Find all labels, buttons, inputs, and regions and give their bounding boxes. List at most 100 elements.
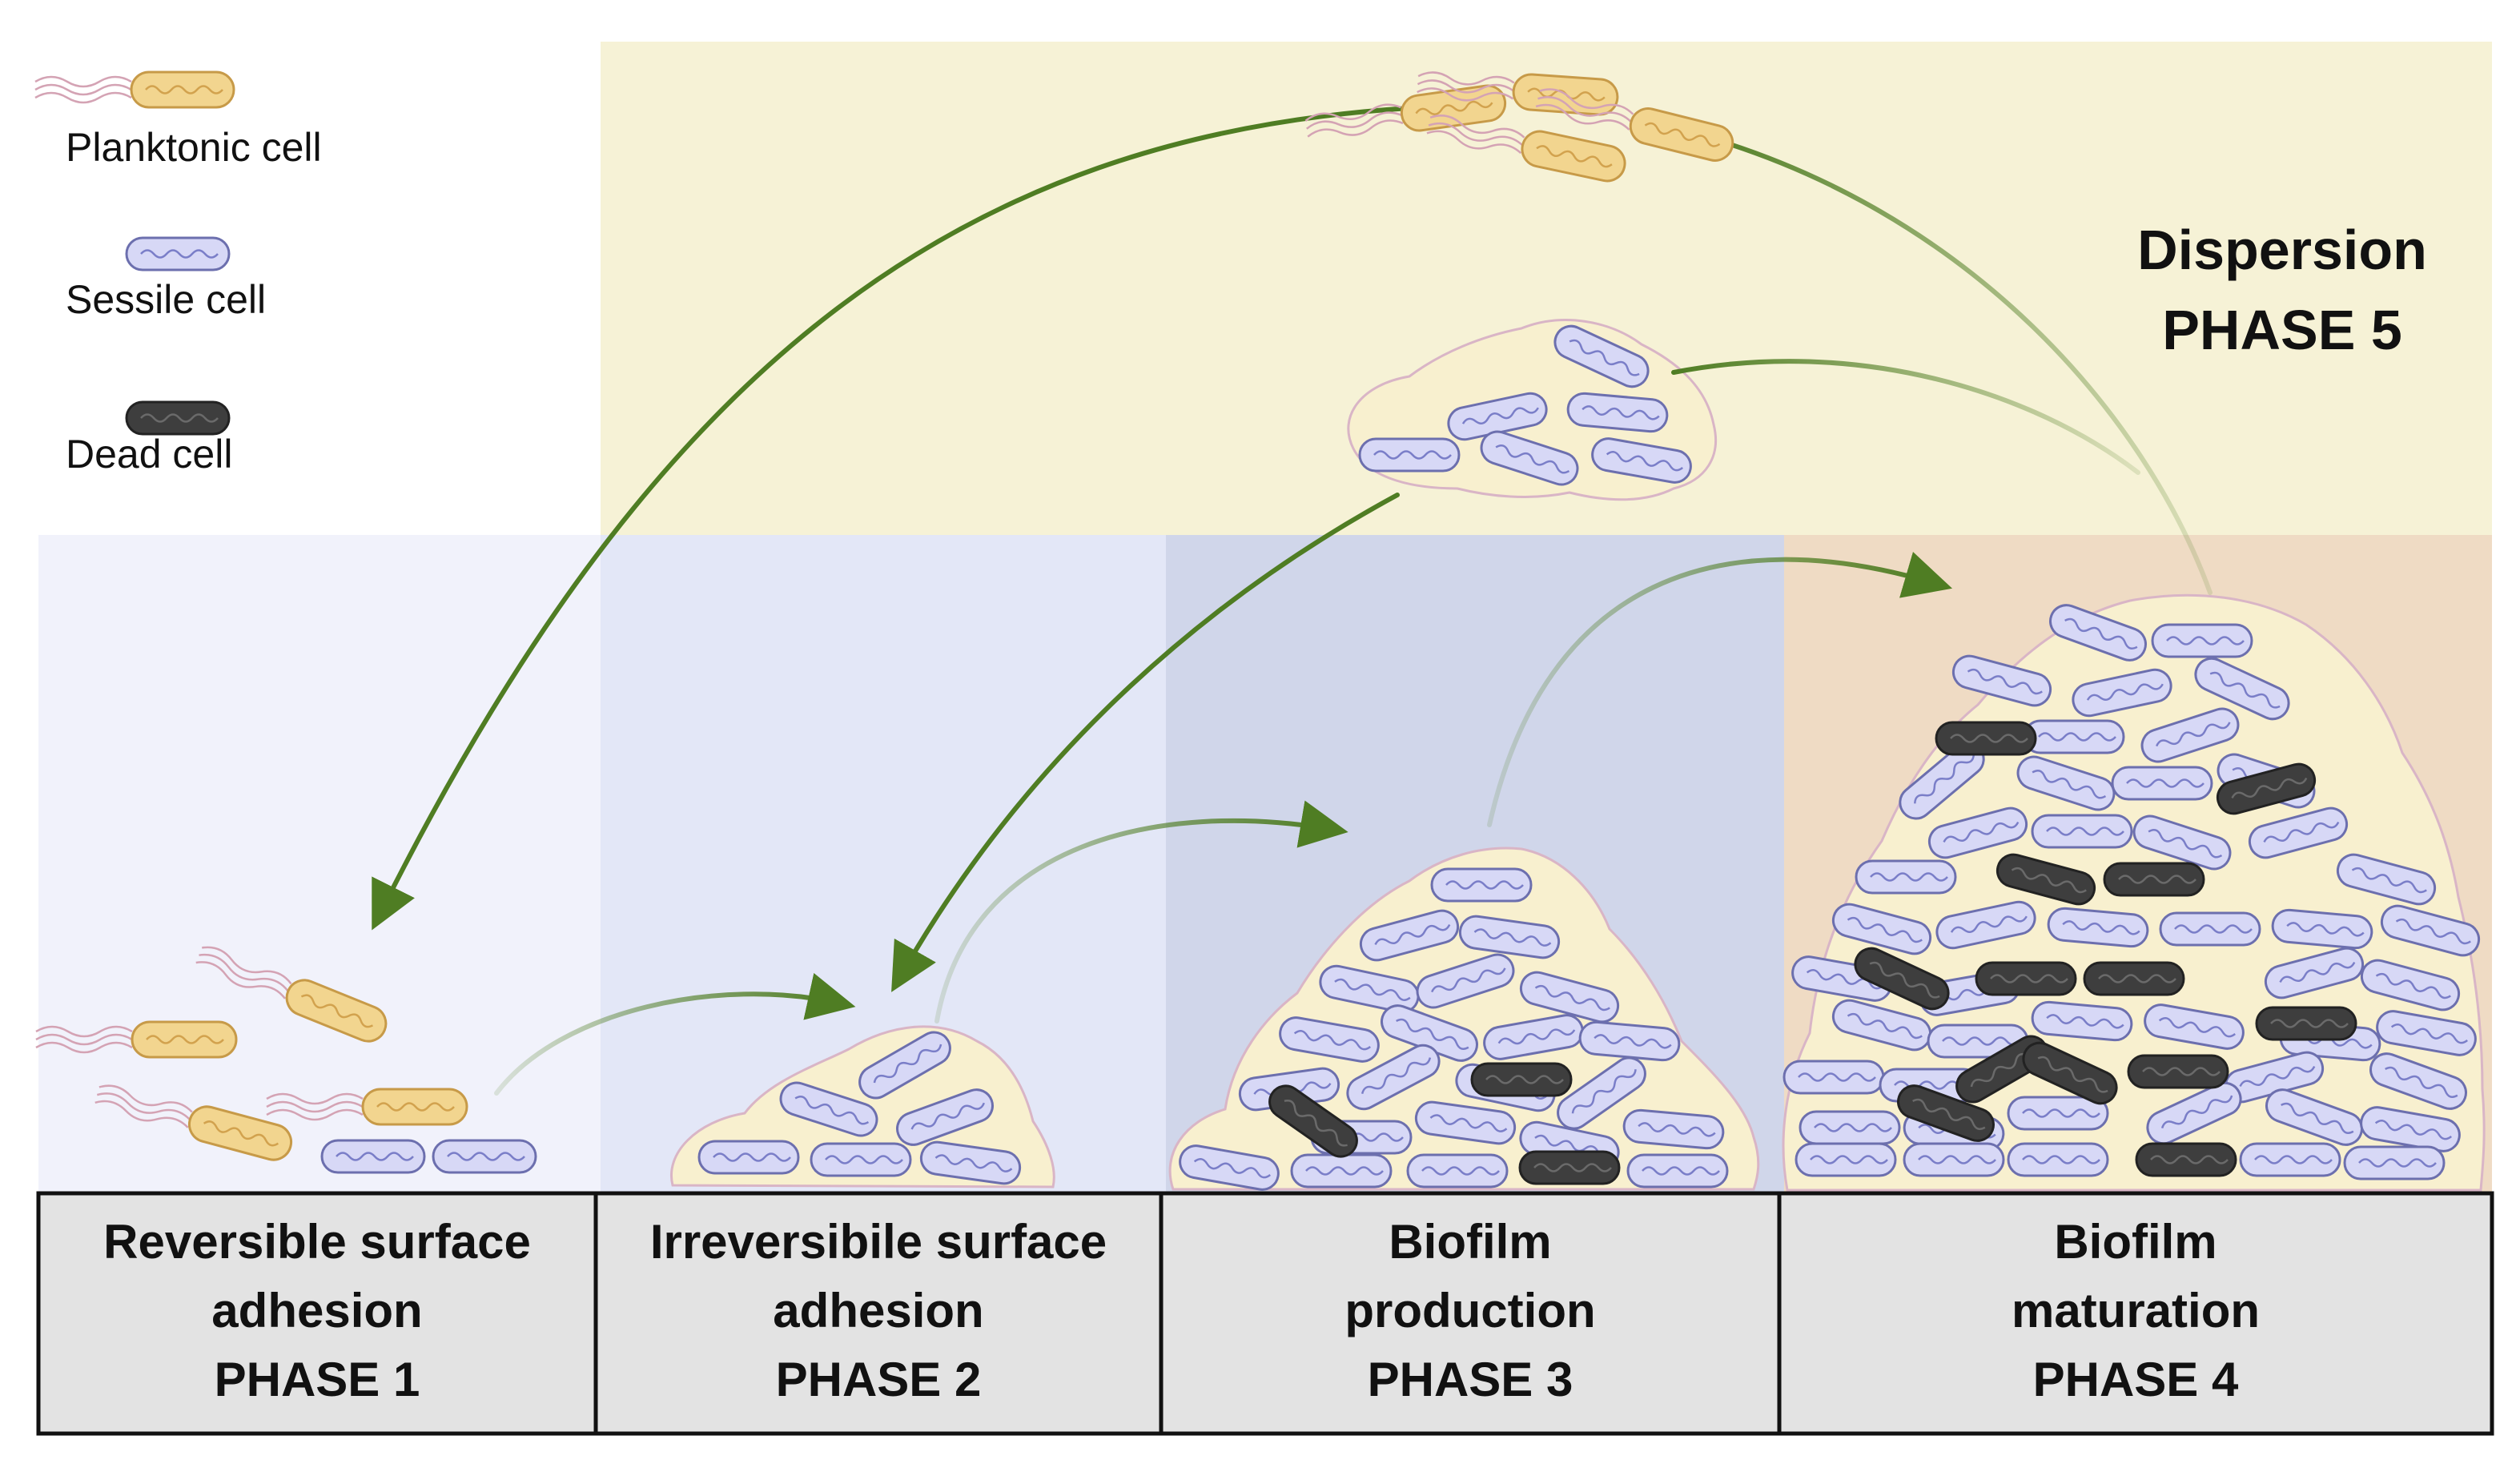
phase-label-table bbox=[36, 1191, 2494, 1436]
sessile-cell-icon bbox=[2023, 719, 2125, 754]
phase1-title-line2: adhesion bbox=[211, 1284, 423, 1337]
sessile-cell-icon bbox=[1951, 654, 2052, 707]
sessile-cell-icon bbox=[2264, 947, 2365, 999]
sessile-cell-icon bbox=[320, 1139, 426, 1174]
planktonic-cell-icon bbox=[1426, 115, 1626, 183]
sessile-cell-icon bbox=[2248, 806, 2349, 859]
cells-layer bbox=[34, 70, 2481, 1191]
sessile-cell-icon bbox=[1480, 430, 1579, 486]
dead-cell-icon bbox=[2255, 1006, 2357, 1041]
sessile-cell-icon bbox=[1359, 909, 1460, 962]
sessile-cell-icon bbox=[432, 1139, 537, 1174]
sessile-cell-icon bbox=[1553, 324, 1650, 388]
sessile-cell-icon bbox=[2369, 1052, 2467, 1110]
dispersion-label: Dispersion PHASE 5 bbox=[2026, 210, 2520, 370]
sessile-cell-icon bbox=[1831, 999, 1932, 1052]
sessile-cell-icon bbox=[2132, 814, 2232, 871]
phase4-number: PHASE 4 bbox=[2032, 1353, 2239, 1406]
dead-cell-icon bbox=[1470, 1062, 1573, 1097]
sessile-cell-icon bbox=[1927, 806, 2028, 859]
sessile-cell-icon bbox=[2049, 604, 2147, 662]
phase1-title-line1: Reversible surface bbox=[103, 1215, 531, 1269]
dead-cell-icon bbox=[2083, 961, 2185, 996]
dead-cell-icon bbox=[1854, 947, 1950, 1011]
sessile-cell-icon bbox=[2360, 1106, 2461, 1152]
sessile-cell-icon bbox=[1430, 867, 1533, 903]
sessile-cell-icon bbox=[2031, 814, 2133, 849]
dead-cell-icon bbox=[1897, 1084, 1995, 1142]
sessile-cell-icon bbox=[858, 1031, 951, 1100]
phase3-number: PHASE 3 bbox=[1367, 1353, 1573, 1406]
arrow-phase1-to-phase2 bbox=[494, 972, 856, 1096]
dead-cell-icon bbox=[1268, 1084, 1358, 1158]
sessile-cell-icon bbox=[1279, 1016, 1380, 1063]
sessile-cell-icon bbox=[1416, 953, 1515, 1009]
dispersion-phase: PHASE 5 bbox=[2162, 299, 2402, 361]
dead-cell-icon bbox=[2216, 762, 2317, 815]
sessile-cell-icon bbox=[919, 1140, 1022, 1185]
sessile-cell-icon bbox=[2144, 1003, 2245, 1050]
sessile-cell-icon bbox=[2265, 1088, 2363, 1146]
sessile-cell-icon bbox=[2239, 1142, 2341, 1177]
arrow-dispersion-planktonic-to-phase1 bbox=[372, 106, 1412, 931]
sessile-cell-icon bbox=[2159, 911, 2261, 947]
planktonic-cell-icon bbox=[35, 1020, 238, 1059]
sessile-cell-icon bbox=[1319, 964, 1420, 1014]
dead-cell-icon bbox=[1996, 853, 2096, 906]
sessile-cell-icon bbox=[2016, 755, 2116, 811]
arrows bbox=[372, 106, 2213, 1096]
planktonic-cell-icon bbox=[34, 70, 235, 109]
sessile-cell-icon bbox=[1782, 1060, 1885, 1095]
phase2-title-line1: Irreversibile surface bbox=[649, 1215, 1107, 1269]
planktonic-cell-icon bbox=[266, 1088, 468, 1126]
sessile-cell-icon bbox=[896, 1088, 994, 1146]
sessile-cell-icon bbox=[1903, 1142, 2005, 1177]
sessile-cell-icon bbox=[2343, 1145, 2446, 1180]
phase4-title-line2: maturation bbox=[2011, 1284, 2261, 1337]
sessile-cell-icon bbox=[779, 1081, 878, 1137]
planktonic-cell-icon bbox=[195, 946, 388, 1043]
dead-cell-icon bbox=[2022, 1041, 2118, 1105]
sessile-cell-icon bbox=[1591, 437, 1692, 484]
sessile-cell-icon bbox=[697, 1140, 800, 1175]
legend-dead-label: Dead cell bbox=[66, 432, 233, 477]
phase3-title-line2: production bbox=[1344, 1284, 1596, 1337]
arrow-dispersion-cluster-to-phase2 bbox=[891, 493, 1400, 992]
phase3-label: Biofilm production PHASE 3 bbox=[1161, 1208, 1779, 1414]
phase1-region bbox=[38, 535, 601, 1193]
sessile-cell-icon bbox=[2140, 707, 2240, 763]
sessile-cell-icon bbox=[2194, 657, 2290, 721]
dispersion-title: Dispersion bbox=[2137, 219, 2427, 281]
sessile-cell-icon bbox=[1622, 1108, 1725, 1150]
sessile-cell-icon bbox=[810, 1142, 912, 1177]
label-table-frame bbox=[36, 1191, 2494, 1436]
sessile-cell-icon bbox=[2271, 908, 2373, 950]
sessile-cell-icon bbox=[1179, 1144, 1280, 1191]
sessile-cell-icon bbox=[2360, 959, 2461, 1011]
sessile-cell-icon bbox=[2047, 907, 2149, 948]
sessile-cell-icon bbox=[2336, 853, 2437, 906]
phase2-number: PHASE 2 bbox=[775, 1353, 982, 1406]
sessile-cell-icon bbox=[1626, 1153, 1729, 1188]
phase4-title-line1: Biofilm bbox=[2054, 1215, 2217, 1269]
sessile-cell-icon bbox=[2146, 1081, 2242, 1145]
sessile-cell-icon bbox=[1406, 1153, 1509, 1188]
phase3-title-line1: Biofilm bbox=[1389, 1215, 1552, 1269]
phase1-label: Reversible surface adhesion PHASE 1 bbox=[38, 1208, 596, 1414]
phase2-title-line2: adhesion bbox=[773, 1284, 984, 1337]
arrow-phase3-to-phase4 bbox=[1487, 552, 1953, 827]
phase1-number: PHASE 1 bbox=[214, 1353, 420, 1406]
sessile-cell-icon bbox=[1795, 1142, 1897, 1177]
sessile-cell-icon bbox=[1458, 915, 1561, 959]
dead-cell-icon bbox=[2127, 1054, 2229, 1089]
phase2-label: Irreversibile surface adhesion PHASE 2 bbox=[596, 1208, 1161, 1414]
planktonic-cell-icon bbox=[94, 1084, 293, 1161]
sessile-cell-icon bbox=[2151, 623, 2253, 658]
sessile-cell-icon bbox=[1799, 1110, 1901, 1145]
sessile-cell-icon bbox=[1414, 1100, 1517, 1145]
arrow-phase4-to-dispersion-planktonic bbox=[1687, 130, 2213, 595]
dead-cell-icon bbox=[1935, 721, 2037, 756]
legend-planktonic-label: Planktonic cell bbox=[66, 125, 322, 170]
